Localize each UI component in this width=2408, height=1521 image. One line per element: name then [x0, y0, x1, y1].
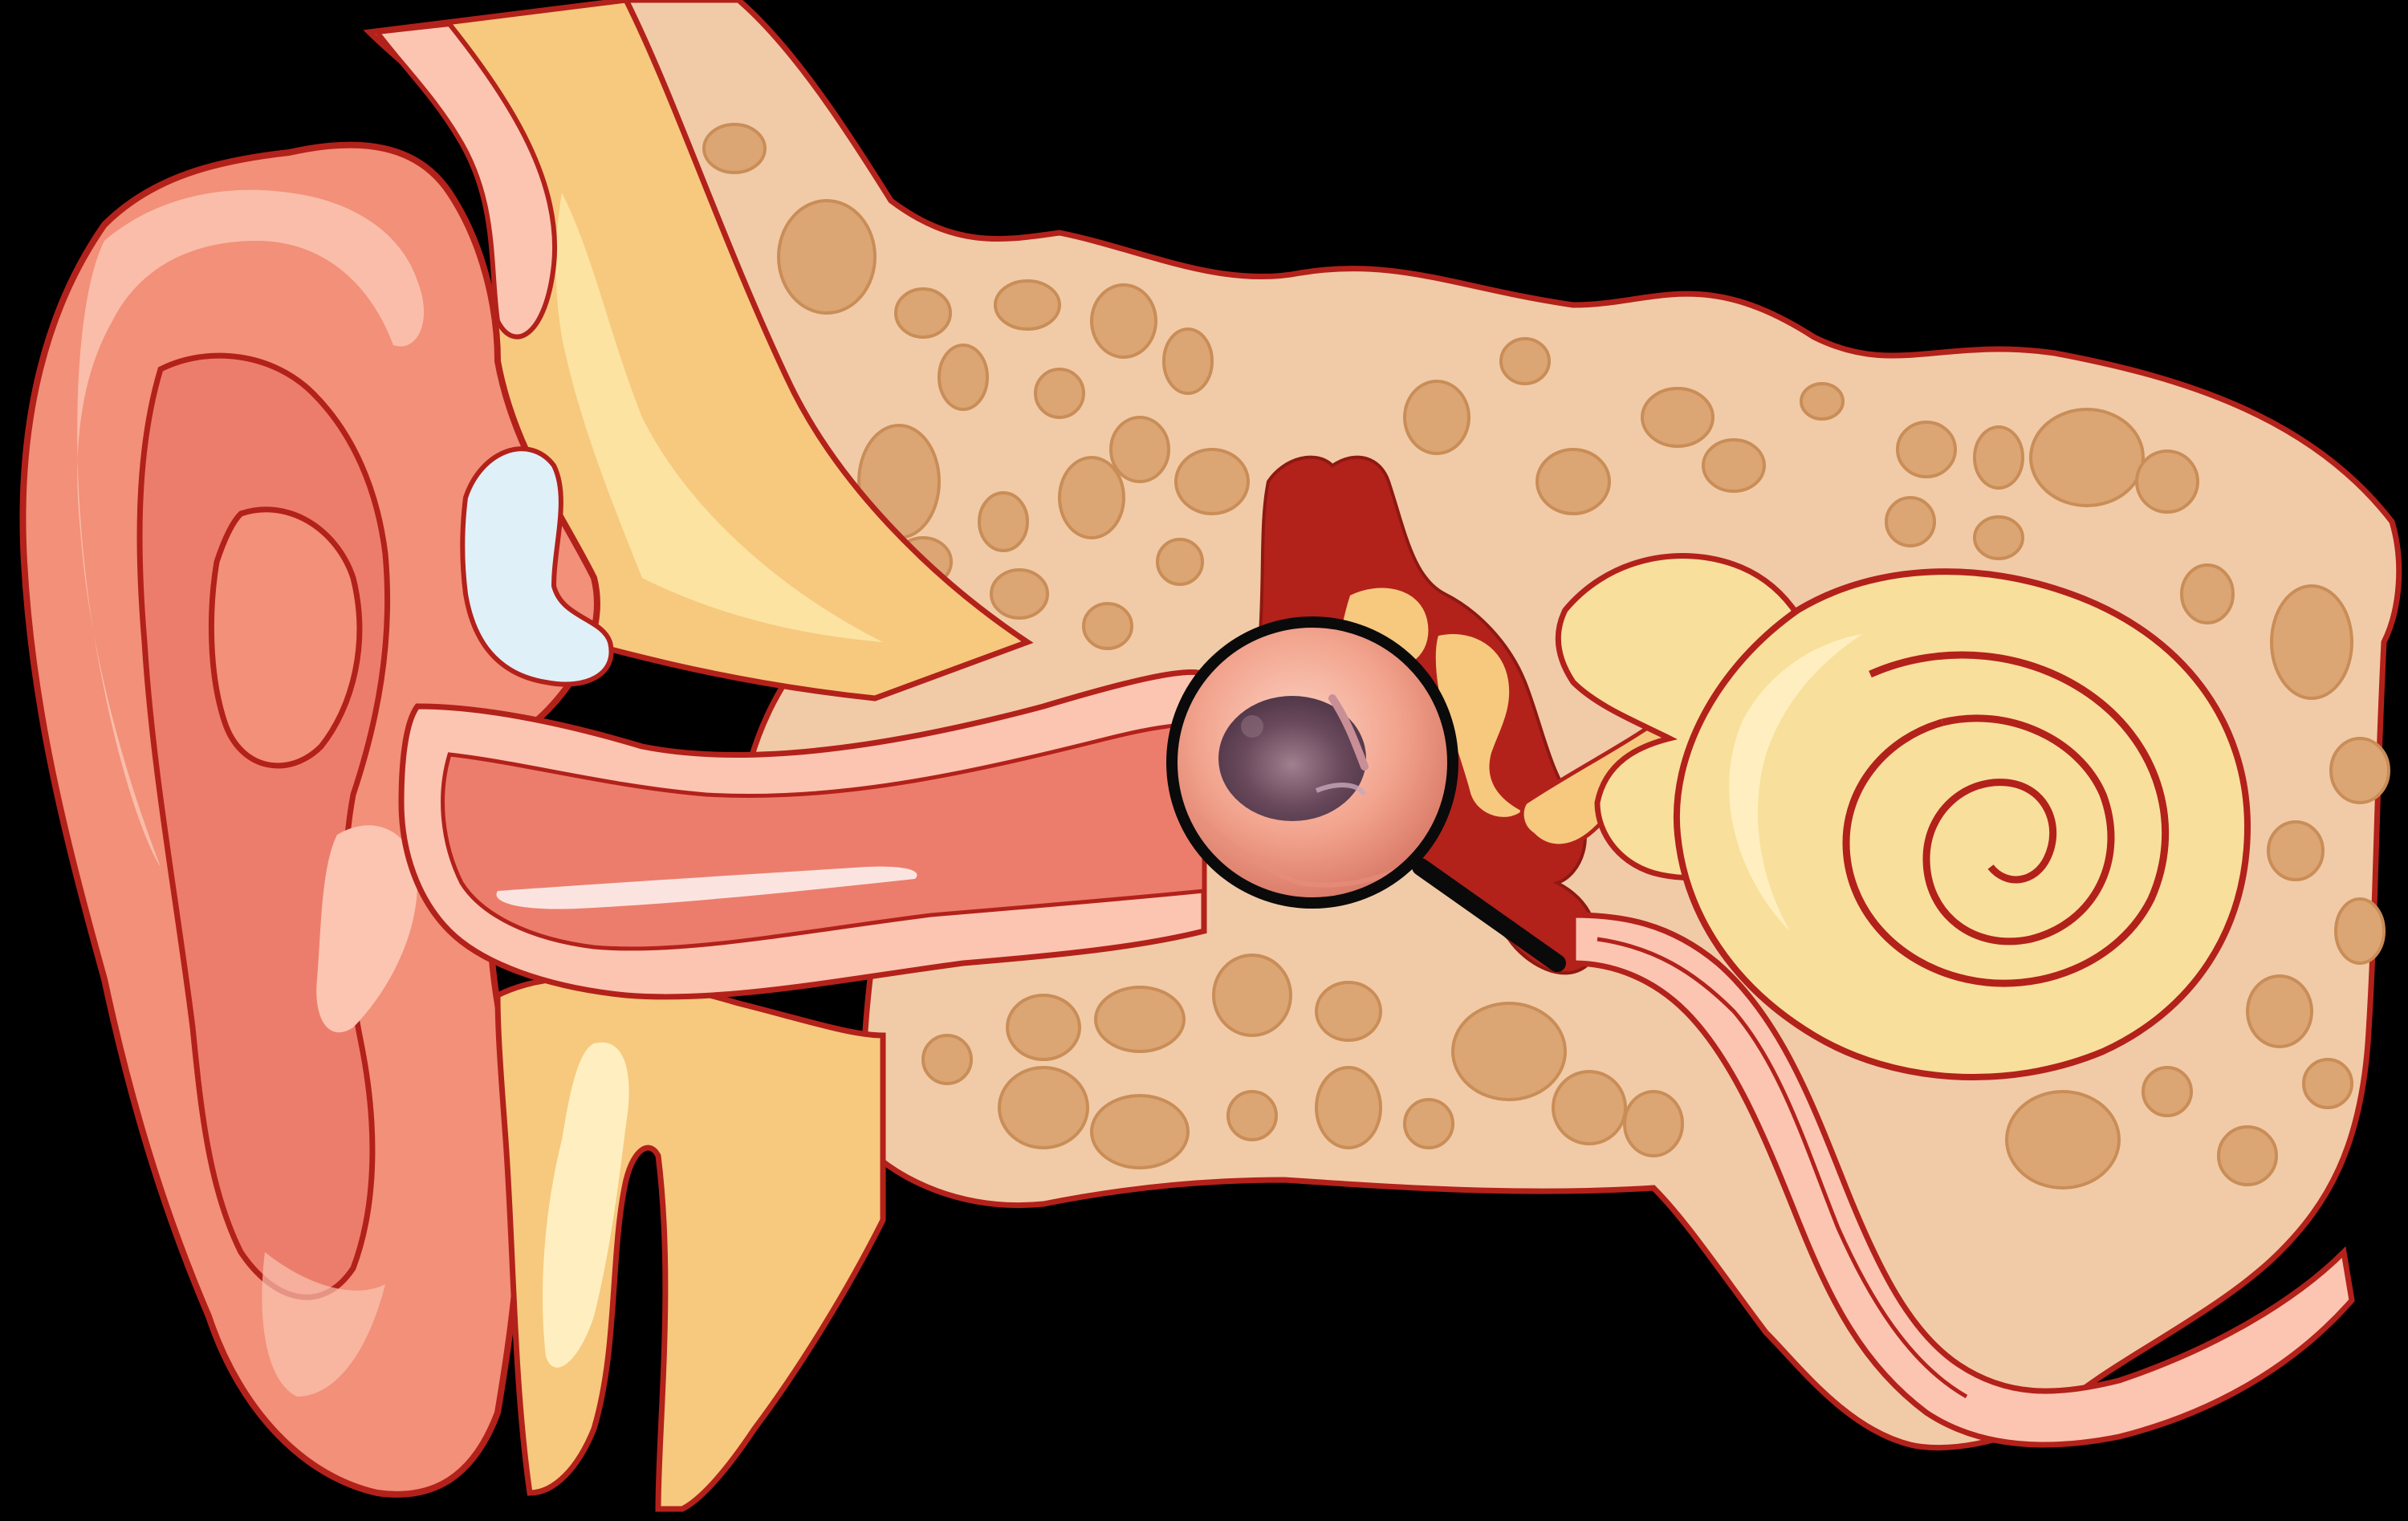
bone-spot — [990, 568, 1049, 620]
bone-spot — [1315, 981, 1382, 1042]
bone-spot — [1641, 387, 1714, 448]
lower-cartilage — [494, 974, 886, 1512]
cochlea-light-band — [1729, 634, 1862, 931]
bone-spot — [2029, 408, 2145, 507]
canal-highlight — [496, 866, 917, 909]
upper-skin-fold — [372, 21, 558, 340]
concha — [208, 506, 363, 769]
bone-spot — [2217, 1125, 2278, 1186]
bone-spot — [1082, 602, 1133, 650]
antitragus-light — [316, 825, 417, 1033]
bone-spot — [2246, 974, 2313, 1048]
ear-canal — [398, 669, 1207, 1000]
bone-spot — [921, 1034, 973, 1085]
lobule-light — [262, 1252, 385, 1397]
fluid-pocket — [460, 446, 614, 687]
cochlea-spiral — [1922, 714, 2115, 946]
bone-spot — [1702, 438, 1766, 493]
magnifier-inset — [1166, 616, 1566, 972]
eustachian-tube — [1570, 912, 2355, 1448]
tube-wall — [1570, 912, 2355, 1448]
tube-inner-line — [1597, 937, 1968, 1399]
bone-spot — [1623, 1090, 1684, 1157]
bone-spot — [2005, 1090, 2121, 1190]
lower-cartilage-highlight — [543, 1042, 629, 1368]
inner-ear — [1555, 553, 2251, 1080]
bone-spot — [1315, 1066, 1382, 1149]
upper-cartilage-highlight — [555, 193, 883, 642]
bone-spot — [1973, 515, 2024, 560]
pinna — [19, 141, 600, 1498]
bone-spot — [2302, 1058, 2353, 1109]
bone-spot — [1973, 425, 2024, 490]
bone-spot — [2334, 897, 2386, 965]
bone-spot — [1800, 382, 1845, 421]
bone-spot — [1226, 1090, 1278, 1141]
cochlea-inner-turn — [1842, 651, 2170, 987]
eardrum-view — [1172, 622, 1453, 903]
bone-spot — [1109, 416, 1170, 483]
magnifier-handle — [1412, 858, 1566, 972]
bone-spot — [1006, 994, 1081, 1061]
bone-spot — [2267, 820, 2325, 881]
bone-spot — [2142, 1066, 2193, 1117]
bone-spot — [1034, 368, 1085, 419]
bone-spot — [938, 344, 989, 411]
bone-spot — [1885, 496, 1936, 547]
magnifier-rim — [1166, 616, 1458, 909]
bone-spot — [1162, 327, 1214, 395]
bone-spot — [1896, 421, 1957, 478]
bone-spot — [1212, 954, 1292, 1037]
bone-spot — [1499, 337, 1551, 385]
bone-spot — [1090, 1094, 1190, 1169]
bone-spot — [2180, 563, 2235, 624]
bone-spot — [777, 199, 877, 315]
bone-spot — [2135, 449, 2199, 514]
bone-spot — [1403, 380, 1470, 455]
bone-spot — [978, 491, 1029, 552]
bone-spot — [1174, 448, 1250, 515]
bone-spot — [998, 1066, 1089, 1149]
bone-spot — [1536, 448, 1611, 515]
bone-spot — [1090, 283, 1157, 359]
bone-spot — [2329, 737, 2390, 804]
bone-spot — [1451, 1002, 1567, 1101]
bone-spots — [702, 123, 2390, 1190]
bone-spot — [1552, 1070, 1627, 1145]
bone-spot — [994, 279, 1061, 331]
bone-spot — [2270, 584, 2353, 700]
bone-spot — [1058, 456, 1125, 539]
bone-spot — [702, 123, 767, 174]
bone-spot — [1156, 538, 1204, 586]
bone-spot — [1403, 1098, 1454, 1149]
bone-spot — [1094, 986, 1186, 1053]
bone-spot — [894, 287, 952, 339]
pinna-helix-light — [77, 189, 425, 867]
